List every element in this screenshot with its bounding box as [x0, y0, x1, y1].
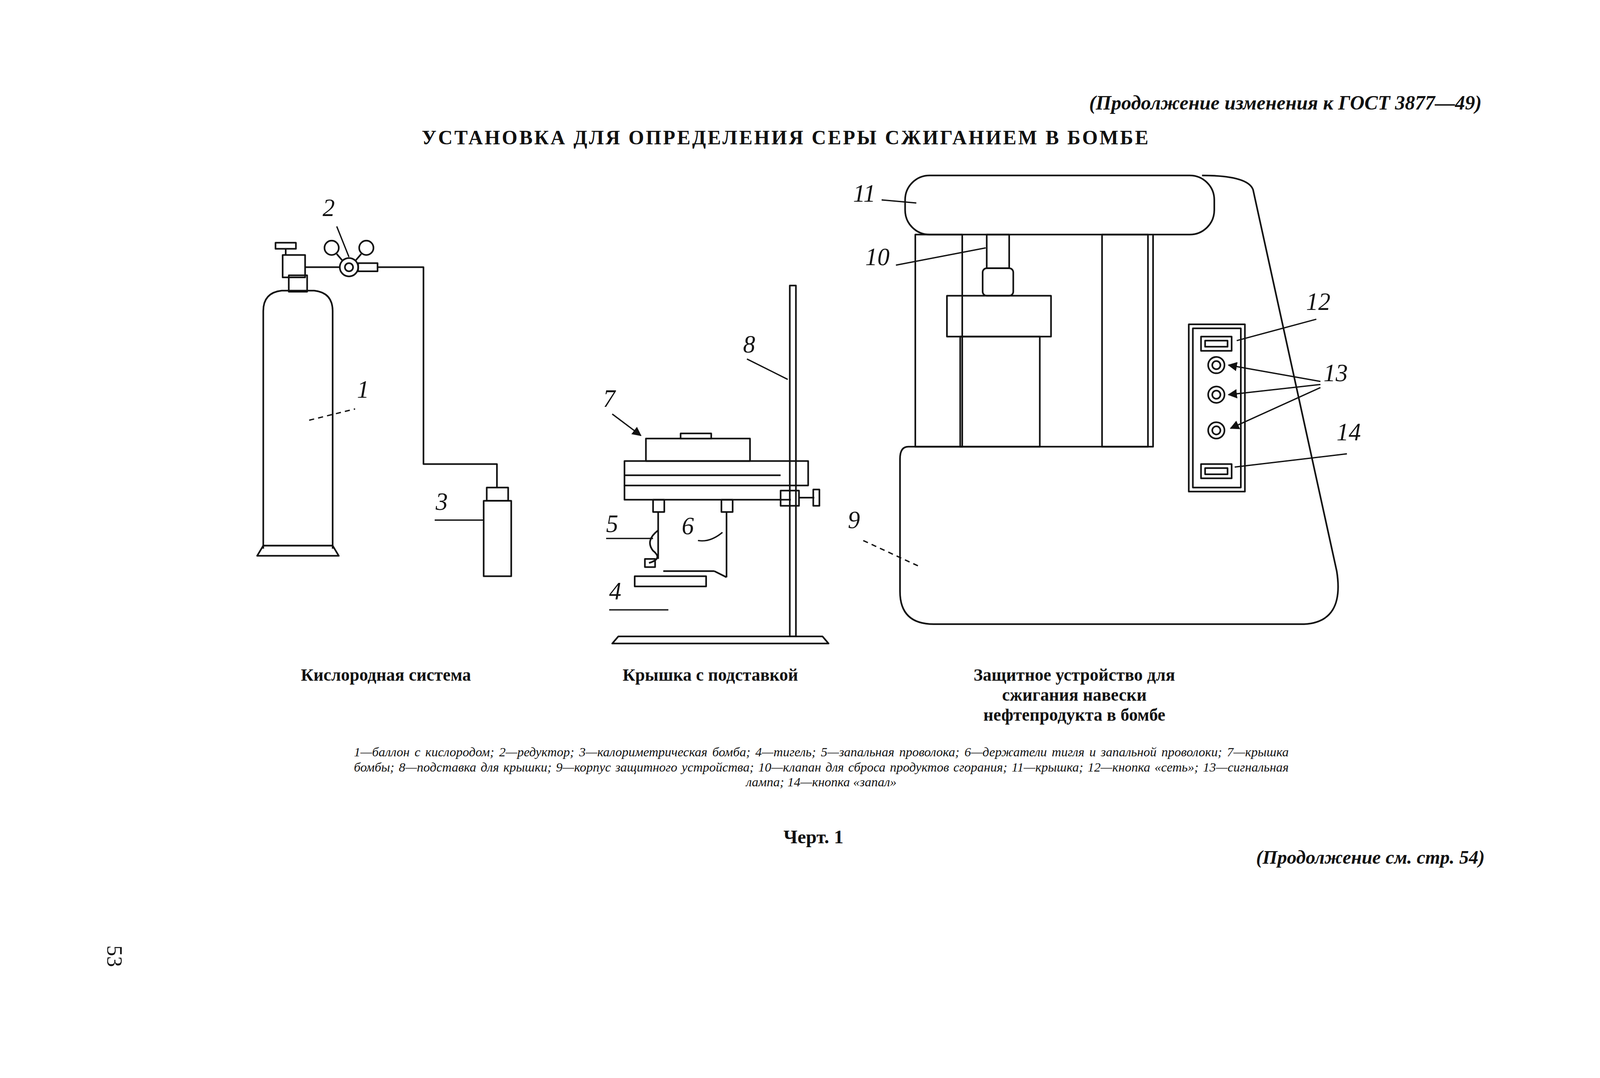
callout-number: 13	[1323, 359, 1348, 387]
oxygen-cylinder	[256, 240, 378, 557]
calorimetric-bomb	[483, 487, 511, 577]
callout-number: 14	[1336, 418, 1361, 447]
drawing-title: УСТАНОВКА ДЛЯ ОПРЕДЕЛЕНИЯ СЕРЫ СЖИГАНИЕМ…	[421, 126, 1150, 150]
callout-number: 9	[847, 506, 860, 534]
callout-number: 7	[603, 384, 616, 413]
parts-key: 1—баллон с кислородом; 2—редуктор; 3—кал…	[353, 744, 1289, 790]
callout-number: 12	[1306, 287, 1331, 316]
page-number: 53	[101, 945, 127, 968]
protective-device	[900, 175, 1339, 625]
oxygen-hose	[377, 267, 497, 488]
callout-number: 5	[606, 510, 619, 538]
figure-caption: Черт. 1	[783, 826, 844, 849]
callout-number: 8	[743, 330, 756, 359]
page-footer: (Продолжение см. стр. 54)	[1256, 846, 1485, 870]
subfigure-caption: Защитное устройство для сжигания навески…	[961, 665, 1188, 726]
callout-number: 6	[681, 512, 694, 540]
callout-number: 3	[435, 487, 448, 516]
callout-number: 11	[853, 179, 876, 208]
callout-number: 4	[609, 577, 622, 606]
callout-number: 2	[322, 193, 335, 222]
lid-stand	[612, 285, 829, 644]
leader-lines	[309, 200, 1347, 610]
callout-number: 10	[865, 243, 890, 271]
subfigure-caption: Кислородная система	[300, 665, 471, 686]
subfigure-caption: Крышка с подставкой	[622, 665, 799, 686]
page-header: (Продолжение изменения к ГОСТ 3877—49)	[1089, 91, 1482, 115]
callout-number: 1	[356, 375, 370, 404]
